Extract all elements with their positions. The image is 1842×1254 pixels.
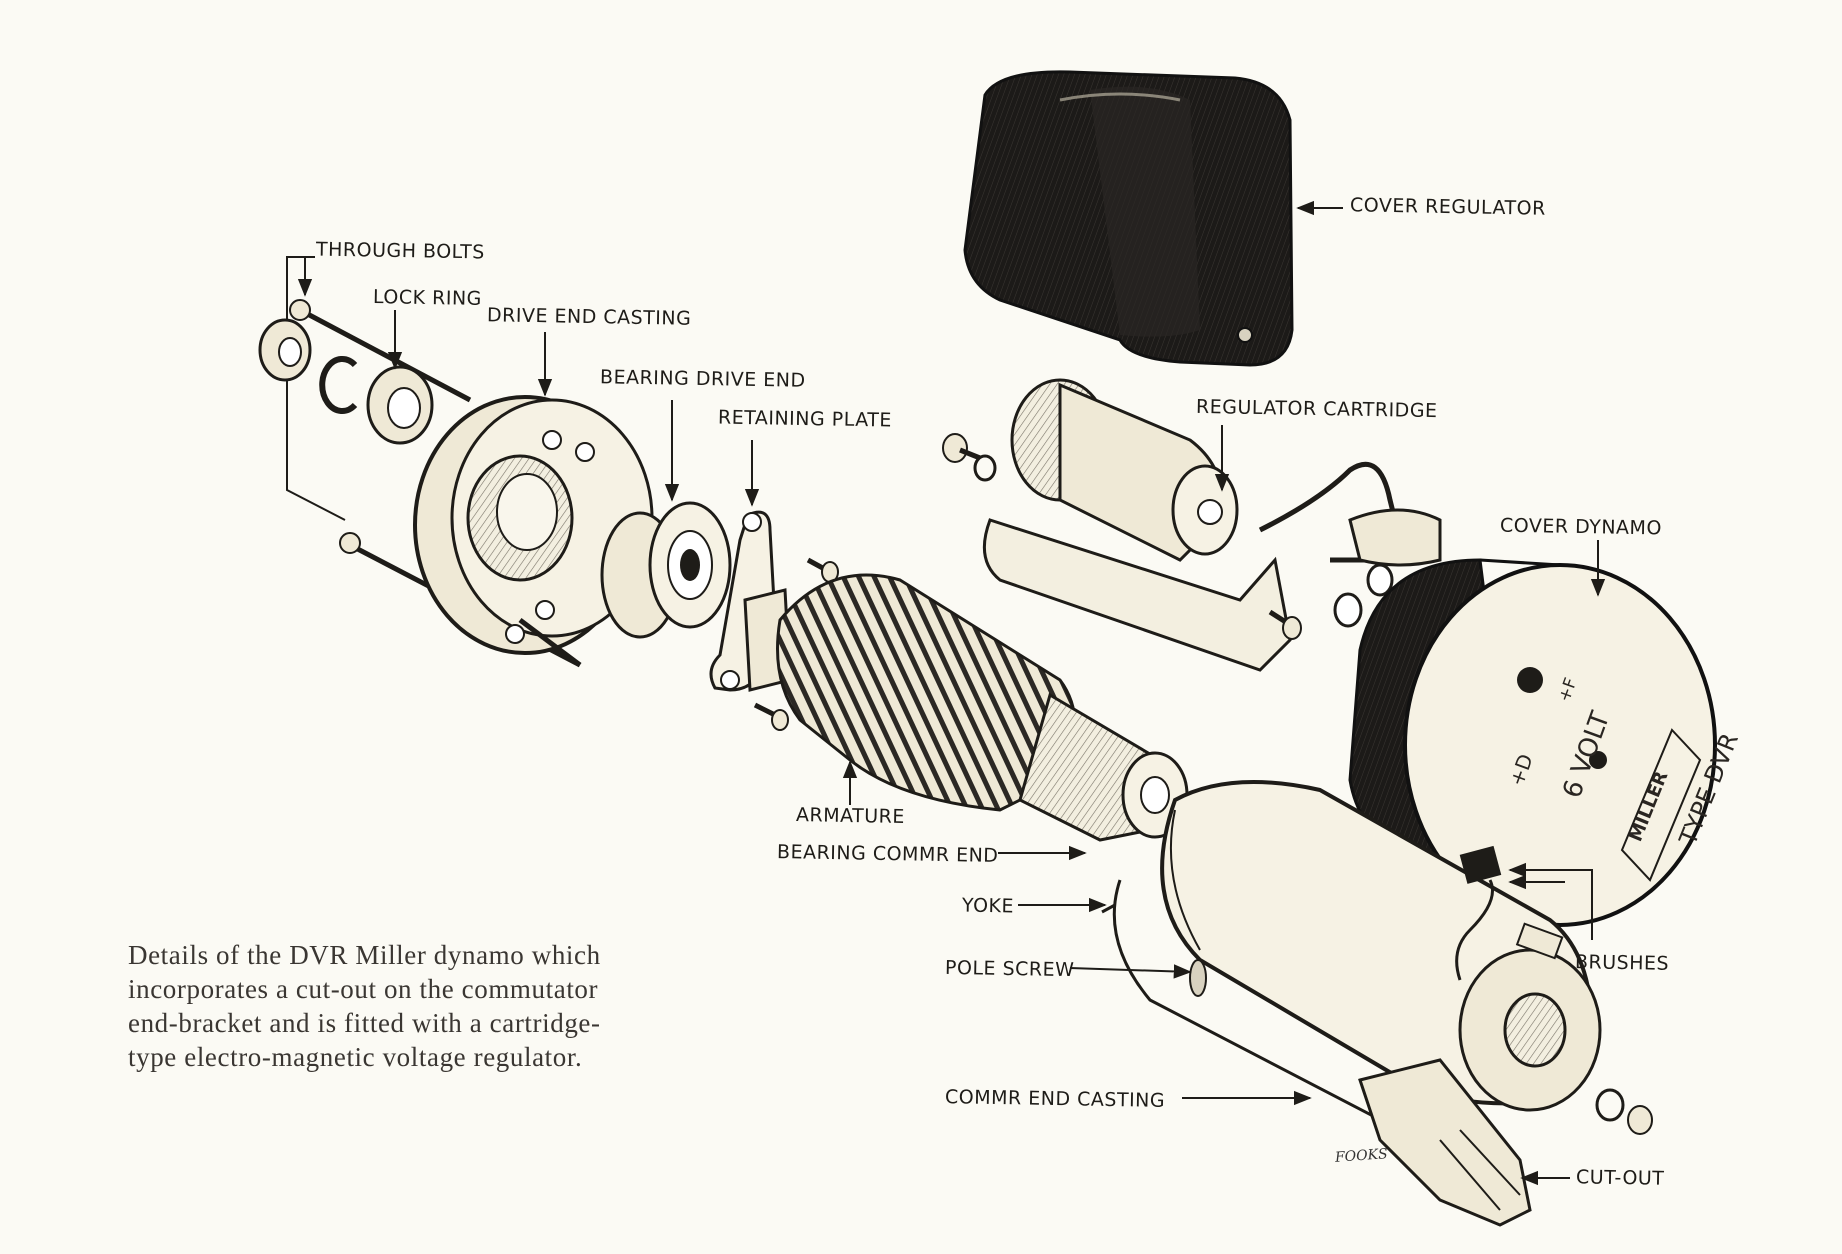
drive-end-casting-part: [413, 395, 654, 667]
label-through-bolts: THROUGH BOLTS: [315, 238, 485, 264]
label-armature: ARMATURE: [795, 804, 906, 828]
label-comm-end-casting: COMMR END CASTING: [944, 1086, 1166, 1112]
caption-line: type electro-magnetic voltage regulator.: [128, 1042, 583, 1072]
leader-brushes: [1508, 862, 1593, 940]
caption-line: incorporates a cut-out on the commutator: [128, 974, 599, 1004]
cover-dynamo-part: [1348, 558, 1717, 927]
label-regulator-cartridge: REGULATOR CARTRIDGE: [1195, 395, 1438, 423]
lock-ring-part: [319, 356, 434, 445]
comm-end-assembly-part: [1358, 845, 1653, 1227]
label-retaining-plate: RETAINING PLATE: [717, 406, 893, 432]
cover-regulator-part: [963, 70, 1294, 367]
regulator-cartridge-part: [942, 378, 1442, 672]
bearing-drive-end-part: [600, 501, 732, 639]
armature-part: [743, 573, 1189, 842]
label-pole-screw: POLE SCREW: [944, 956, 1075, 982]
label-brushes: BRUSHES: [1574, 951, 1670, 975]
caption-line: Details of the DVR Miller dynamo which: [128, 940, 601, 970]
label-cut-out: CUT-OUT: [1575, 1166, 1665, 1190]
label-bearing-drive-end: BEARING DRIVE END: [599, 366, 806, 392]
label-drive-end-casting: DRIVE END CASTING: [486, 304, 692, 330]
label-cover-regulator: COVER REGULATOR: [1349, 194, 1546, 220]
label-bearing-comm-end: BEARING COMMR END: [776, 841, 999, 867]
label-cover-dynamo: COVER DYNAMO: [1499, 514, 1663, 540]
label-lock-ring: LOCK RING: [372, 286, 483, 310]
caption-line: end-bracket and is fitted with a cartrid…: [128, 1008, 601, 1038]
figure-caption: Details of the DVR Miller dynamo which i…: [128, 938, 748, 1074]
label-yoke: YOKE: [961, 894, 1015, 918]
leader-pole-screw: [1069, 964, 1192, 979]
leader-lines: [387, 200, 1606, 1186]
